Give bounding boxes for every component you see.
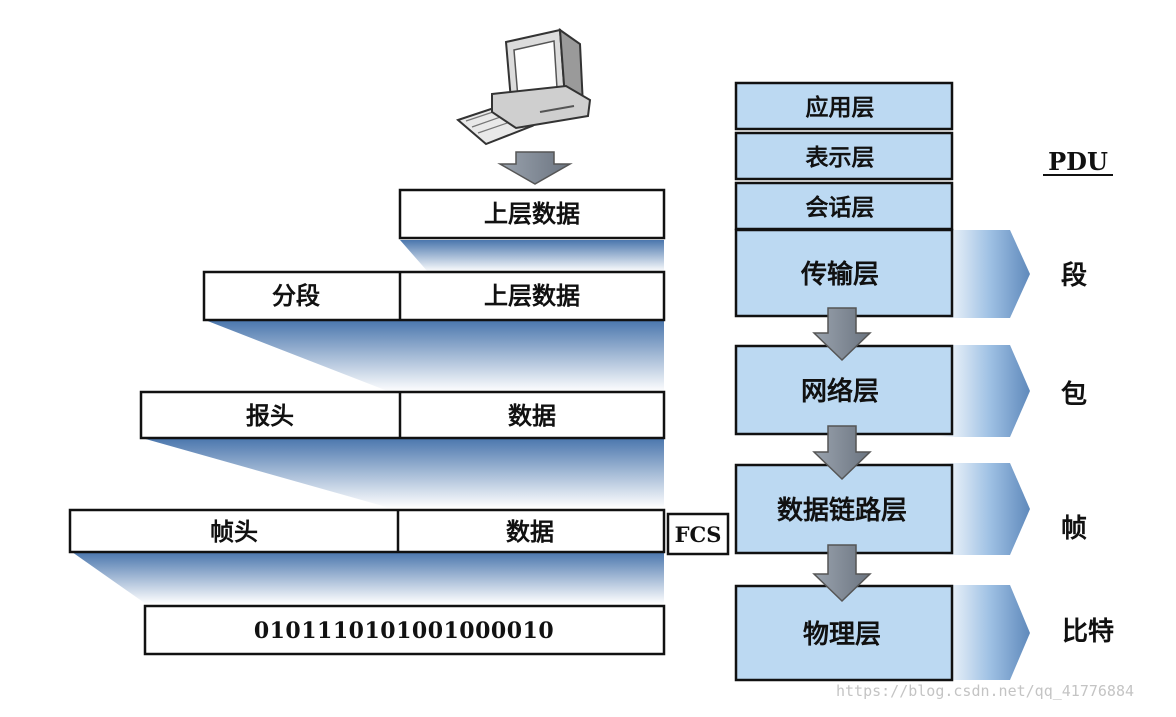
layer-network-label: 网络层 (801, 376, 879, 407)
layer-physical (734, 584, 954, 682)
computer-icon (456, 27, 592, 146)
pdu-bit-label: 比特 (1062, 616, 1114, 647)
shade-segment (205, 320, 664, 392)
packet-data-label: 数据 (508, 402, 556, 430)
layer-data-link-label: 数据链路层 (777, 495, 907, 526)
layer-transport (734, 228, 954, 318)
layer-transport-label: 传输层 (800, 259, 879, 290)
shade-packet (142, 438, 664, 508)
frame-header-label: 帧头 (210, 518, 258, 546)
upper-data-box (398, 188, 666, 240)
segment-row (202, 270, 666, 322)
pdu-frame-label: 帧 (1061, 514, 1087, 544)
shade-upper-data (400, 240, 664, 272)
pdu-chevron-segment (940, 230, 1030, 318)
down-arrow-icon (812, 544, 872, 603)
bits-row (143, 604, 666, 656)
upper-data-label: 上层数据 (484, 200, 580, 228)
layer-physical-label: 物理层 (803, 620, 881, 650)
layer-presentation (734, 131, 954, 181)
fcs-box (666, 512, 730, 556)
frame-data-label: 数据 (506, 518, 554, 546)
layer-application (734, 81, 954, 131)
pdu-chevron-bit (940, 585, 1030, 680)
segment-header-label: 分段 (272, 282, 320, 310)
layer-network (734, 344, 954, 436)
layer-session (734, 181, 954, 231)
frame-row (68, 508, 666, 554)
pdu-packet-label: 包 (1061, 379, 1087, 410)
shade-frame (72, 552, 664, 604)
pdu-chevron-packet (940, 345, 1030, 437)
bits-label: 0101110101001000010 (254, 618, 554, 644)
down-arrow-icon (812, 307, 872, 362)
packet-header-label: 报头 (246, 402, 294, 430)
segment-data-label: 上层数据 (484, 282, 580, 310)
layer-presentation-label: 表示层 (806, 145, 875, 171)
pdu-title: PDU (1048, 147, 1108, 176)
layer-session-label: 会话层 (806, 194, 875, 221)
packet-row (139, 390, 666, 440)
down-arrow-icon (497, 151, 573, 185)
watermark: https://blog.csdn.net/qq_41776884 (836, 682, 1135, 700)
pdu-segment-label: 段 (1061, 260, 1087, 291)
layer-application-label: 应用层 (806, 94, 875, 121)
pdu-chevron-frame (940, 463, 1030, 555)
fcs-label: FCS (675, 522, 722, 547)
down-arrow-icon (812, 425, 872, 481)
